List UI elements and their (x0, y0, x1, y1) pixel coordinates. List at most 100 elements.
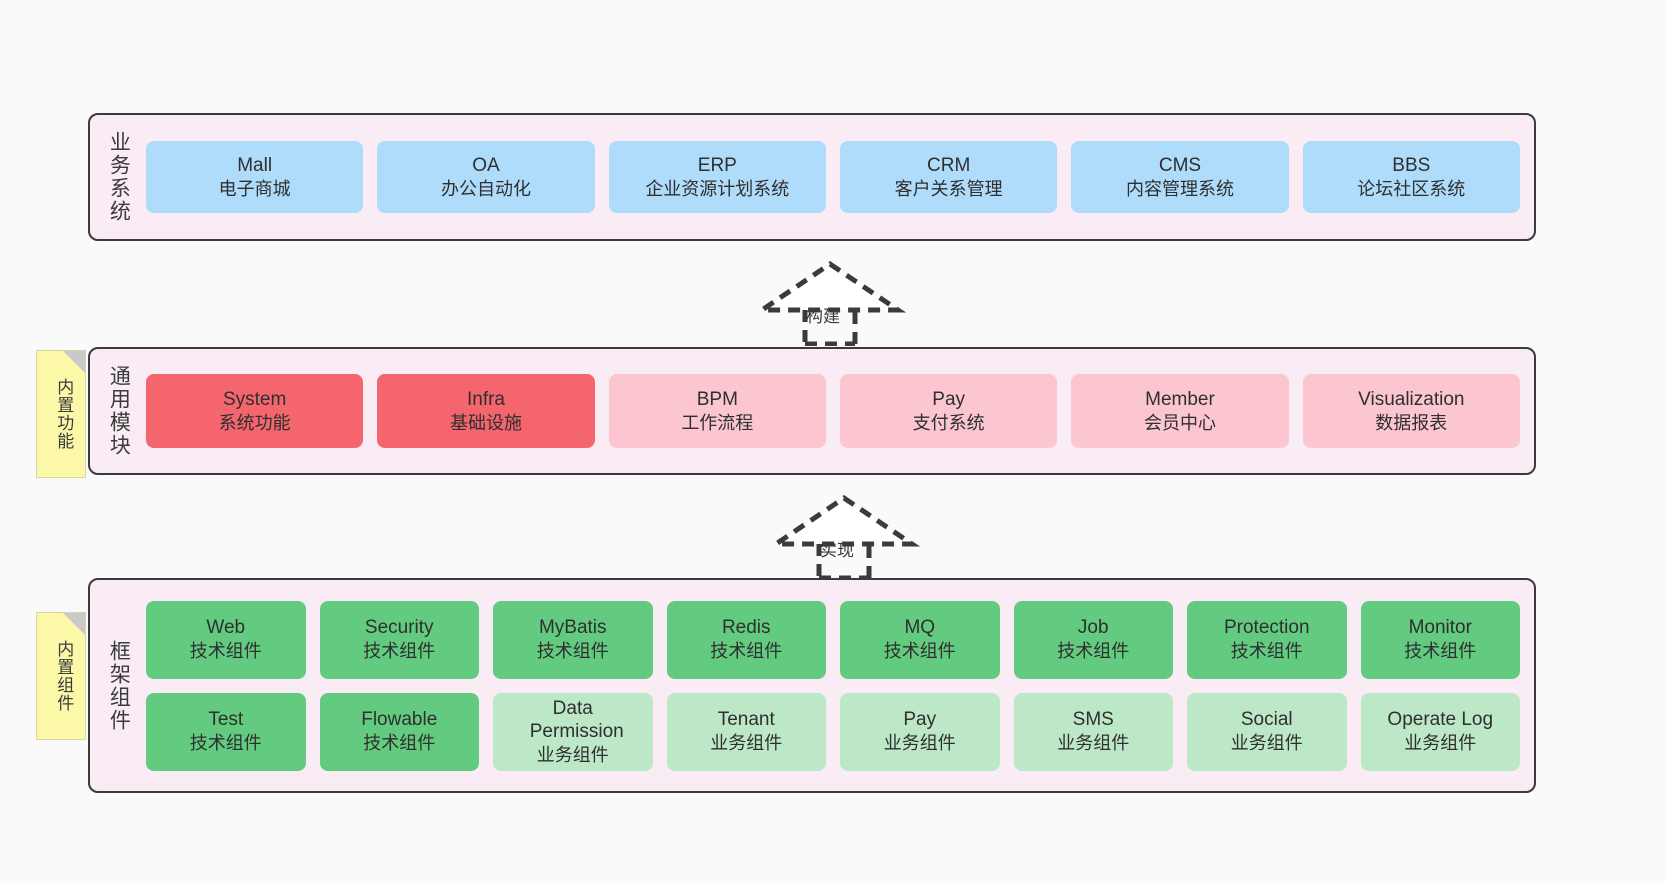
arrow-build-label: 构建 (806, 307, 840, 326)
node-subtitle: 技术组件 (363, 733, 436, 754)
node-subtitle: 办公自动化 (440, 178, 531, 199)
node-mybatis[interactable]: MyBatis 技术组件 (493, 600, 653, 679)
node-subtitle: 客户关系管理 (894, 178, 1003, 199)
node-social[interactable]: Social 业务组件 (1187, 692, 1347, 771)
node-title: Infra (466, 388, 505, 410)
node-subtitle: 技术组件 (883, 641, 956, 662)
node-title: Monitor (1408, 617, 1472, 639)
node-subtitle: 业务组件 (883, 733, 956, 754)
node-title: Data Permission (529, 697, 624, 743)
layer-row: Mall 电子商城 OA 办公自动化 ERP 企业资源计划系统 CRM 客户关系… (146, 141, 1520, 213)
node-web[interactable]: Web 技术组件 (146, 600, 306, 679)
node-security[interactable]: Security 技术组件 (319, 600, 479, 679)
node-title: ERP (697, 154, 737, 176)
node-title: Operate Log (1387, 709, 1494, 731)
node-subtitle: 内容管理系统 (1125, 178, 1234, 199)
node-title: Tenant (717, 709, 775, 731)
node-title: BBS (1392, 154, 1431, 176)
node-subtitle: 业务组件 (710, 733, 783, 754)
node-monitor[interactable]: Monitor 技术组件 (1360, 600, 1520, 679)
node-title: Pay (932, 388, 966, 410)
arrow-build: 构建 (752, 258, 908, 346)
node-crm[interactable]: CRM 客户关系管理 (839, 141, 1058, 213)
node-tenant[interactable]: Tenant 业务组件 (666, 692, 826, 771)
layer-row: Web 技术组件 Security 技术组件 MyBatis 技术组件 Redi… (146, 600, 1520, 679)
node-title: BPM (696, 388, 738, 410)
node-subtitle: 技术组件 (1404, 641, 1477, 662)
node-erp[interactable]: ERP 企业资源计划系统 (608, 141, 826, 213)
node-pay-component[interactable]: Pay 业务组件 (840, 692, 1000, 771)
note-fold-corner-icon (63, 351, 85, 373)
node-title: Mall (237, 154, 273, 176)
node-title: Job (1077, 617, 1109, 639)
node-subtitle: 业务组件 (1230, 733, 1303, 754)
node-job[interactable]: Job 技术组件 (1013, 600, 1173, 679)
node-subtitle: 电子商城 (218, 178, 291, 199)
note-fold-corner-icon (63, 613, 85, 635)
node-member[interactable]: Member 会员中心 (1071, 374, 1289, 448)
node-subtitle: 数据报表 (1375, 412, 1448, 433)
node-subtitle: 业务组件 (536, 745, 609, 765)
node-cms[interactable]: CMS 内容管理系统 (1071, 141, 1289, 213)
node-mall[interactable]: Mall 电子商城 (146, 141, 364, 213)
node-title: Security (364, 617, 434, 639)
node-bpm[interactable]: BPM 工作流程 (608, 374, 826, 448)
sticky-note-label: 内置功能 (54, 378, 74, 450)
node-infra[interactable]: Infra 基础设施 (377, 374, 595, 448)
node-subtitle: 论坛社区系统 (1357, 178, 1466, 199)
node-title: Pay (903, 709, 937, 731)
layer-common-module: 通用模块 System 系统功能 Infra 基础设施 BPM 工作流程 Pay… (88, 347, 1536, 475)
node-data-permission[interactable]: Data Permission 业务组件 (493, 692, 653, 771)
arrow-implement-label: 实现 (820, 541, 854, 560)
node-subtitle: 技术组件 (536, 641, 609, 662)
node-subtitle: 技术组件 (710, 641, 783, 662)
node-sms[interactable]: SMS 业务组件 (1013, 692, 1173, 771)
node-title: SMS (1072, 709, 1114, 731)
node-subtitle: 技术组件 (1230, 641, 1303, 662)
node-subtitle: 基础设施 (449, 412, 522, 433)
node-operate-log[interactable]: Operate Log 业务组件 (1360, 692, 1520, 771)
node-subtitle: 业务组件 (1404, 733, 1477, 754)
sticky-note-label: 内置组件 (54, 640, 74, 712)
layer-framework-component: 框架组件 Web 技术组件 Security 技术组件 MyBatis 技术组件… (88, 578, 1536, 793)
node-subtitle: 工作流程 (681, 412, 754, 433)
node-redis[interactable]: Redis 技术组件 (666, 600, 826, 679)
node-subtitle: 技术组件 (363, 641, 436, 662)
node-title: System (222, 388, 287, 410)
node-oa[interactable]: OA 办公自动化 (377, 141, 595, 213)
node-title: MyBatis (538, 617, 607, 639)
node-subtitle: 企业资源计划系统 (645, 178, 790, 199)
node-title: Web (206, 617, 246, 639)
node-subtitle: 业务组件 (1057, 733, 1130, 754)
node-flowable[interactable]: Flowable 技术组件 (319, 692, 479, 771)
node-subtitle: 支付系统 (912, 412, 985, 433)
node-test[interactable]: Test 技术组件 (146, 692, 306, 771)
layer-row: System 系统功能 Infra 基础设施 BPM 工作流程 Pay 支付系统… (146, 374, 1520, 448)
node-pay-module[interactable]: Pay 支付系统 (839, 374, 1058, 448)
node-protection[interactable]: Protection 技术组件 (1187, 600, 1347, 679)
layer-body-common-module: System 系统功能 Infra 基础设施 BPM 工作流程 Pay 支付系统… (146, 349, 1534, 473)
layer-row: Test 技术组件 Flowable 技术组件 Data Permission … (146, 692, 1520, 771)
node-system[interactable]: System 系统功能 (146, 374, 364, 448)
node-subtitle: 会员中心 (1143, 412, 1216, 433)
layer-body-business-system: Mall 电子商城 OA 办公自动化 ERP 企业资源计划系统 CRM 客户关系… (146, 115, 1534, 239)
sticky-note-builtin-components: 内置组件 (36, 612, 86, 740)
layer-body-framework-component: Web 技术组件 Security 技术组件 MyBatis 技术组件 Redi… (146, 580, 1534, 791)
node-title: CRM (927, 154, 971, 176)
node-subtitle: 技术组件 (1057, 641, 1130, 662)
node-title: Test (208, 709, 244, 731)
node-mq[interactable]: MQ 技术组件 (840, 600, 1000, 679)
node-subtitle: 系统功能 (218, 412, 291, 433)
node-title: Member (1145, 388, 1215, 410)
node-title: Flowable (361, 709, 438, 731)
arrow-implement: 实现 (766, 492, 922, 580)
node-visualization[interactable]: Visualization 数据报表 (1302, 374, 1520, 448)
node-title: CMS (1158, 154, 1202, 176)
layer-title-common-module: 通用模块 (107, 365, 131, 457)
layer-business-system: 业务系统 Mall 电子商城 OA 办公自动化 ERP 企业资源计划系统 CRM… (88, 113, 1536, 241)
arrow-build-shape (753, 260, 907, 346)
node-bbs[interactable]: BBS 论坛社区系统 (1302, 141, 1520, 213)
layer-title-business-system: 业务系统 (107, 131, 131, 223)
sticky-note-builtin-features: 内置功能 (36, 350, 86, 478)
